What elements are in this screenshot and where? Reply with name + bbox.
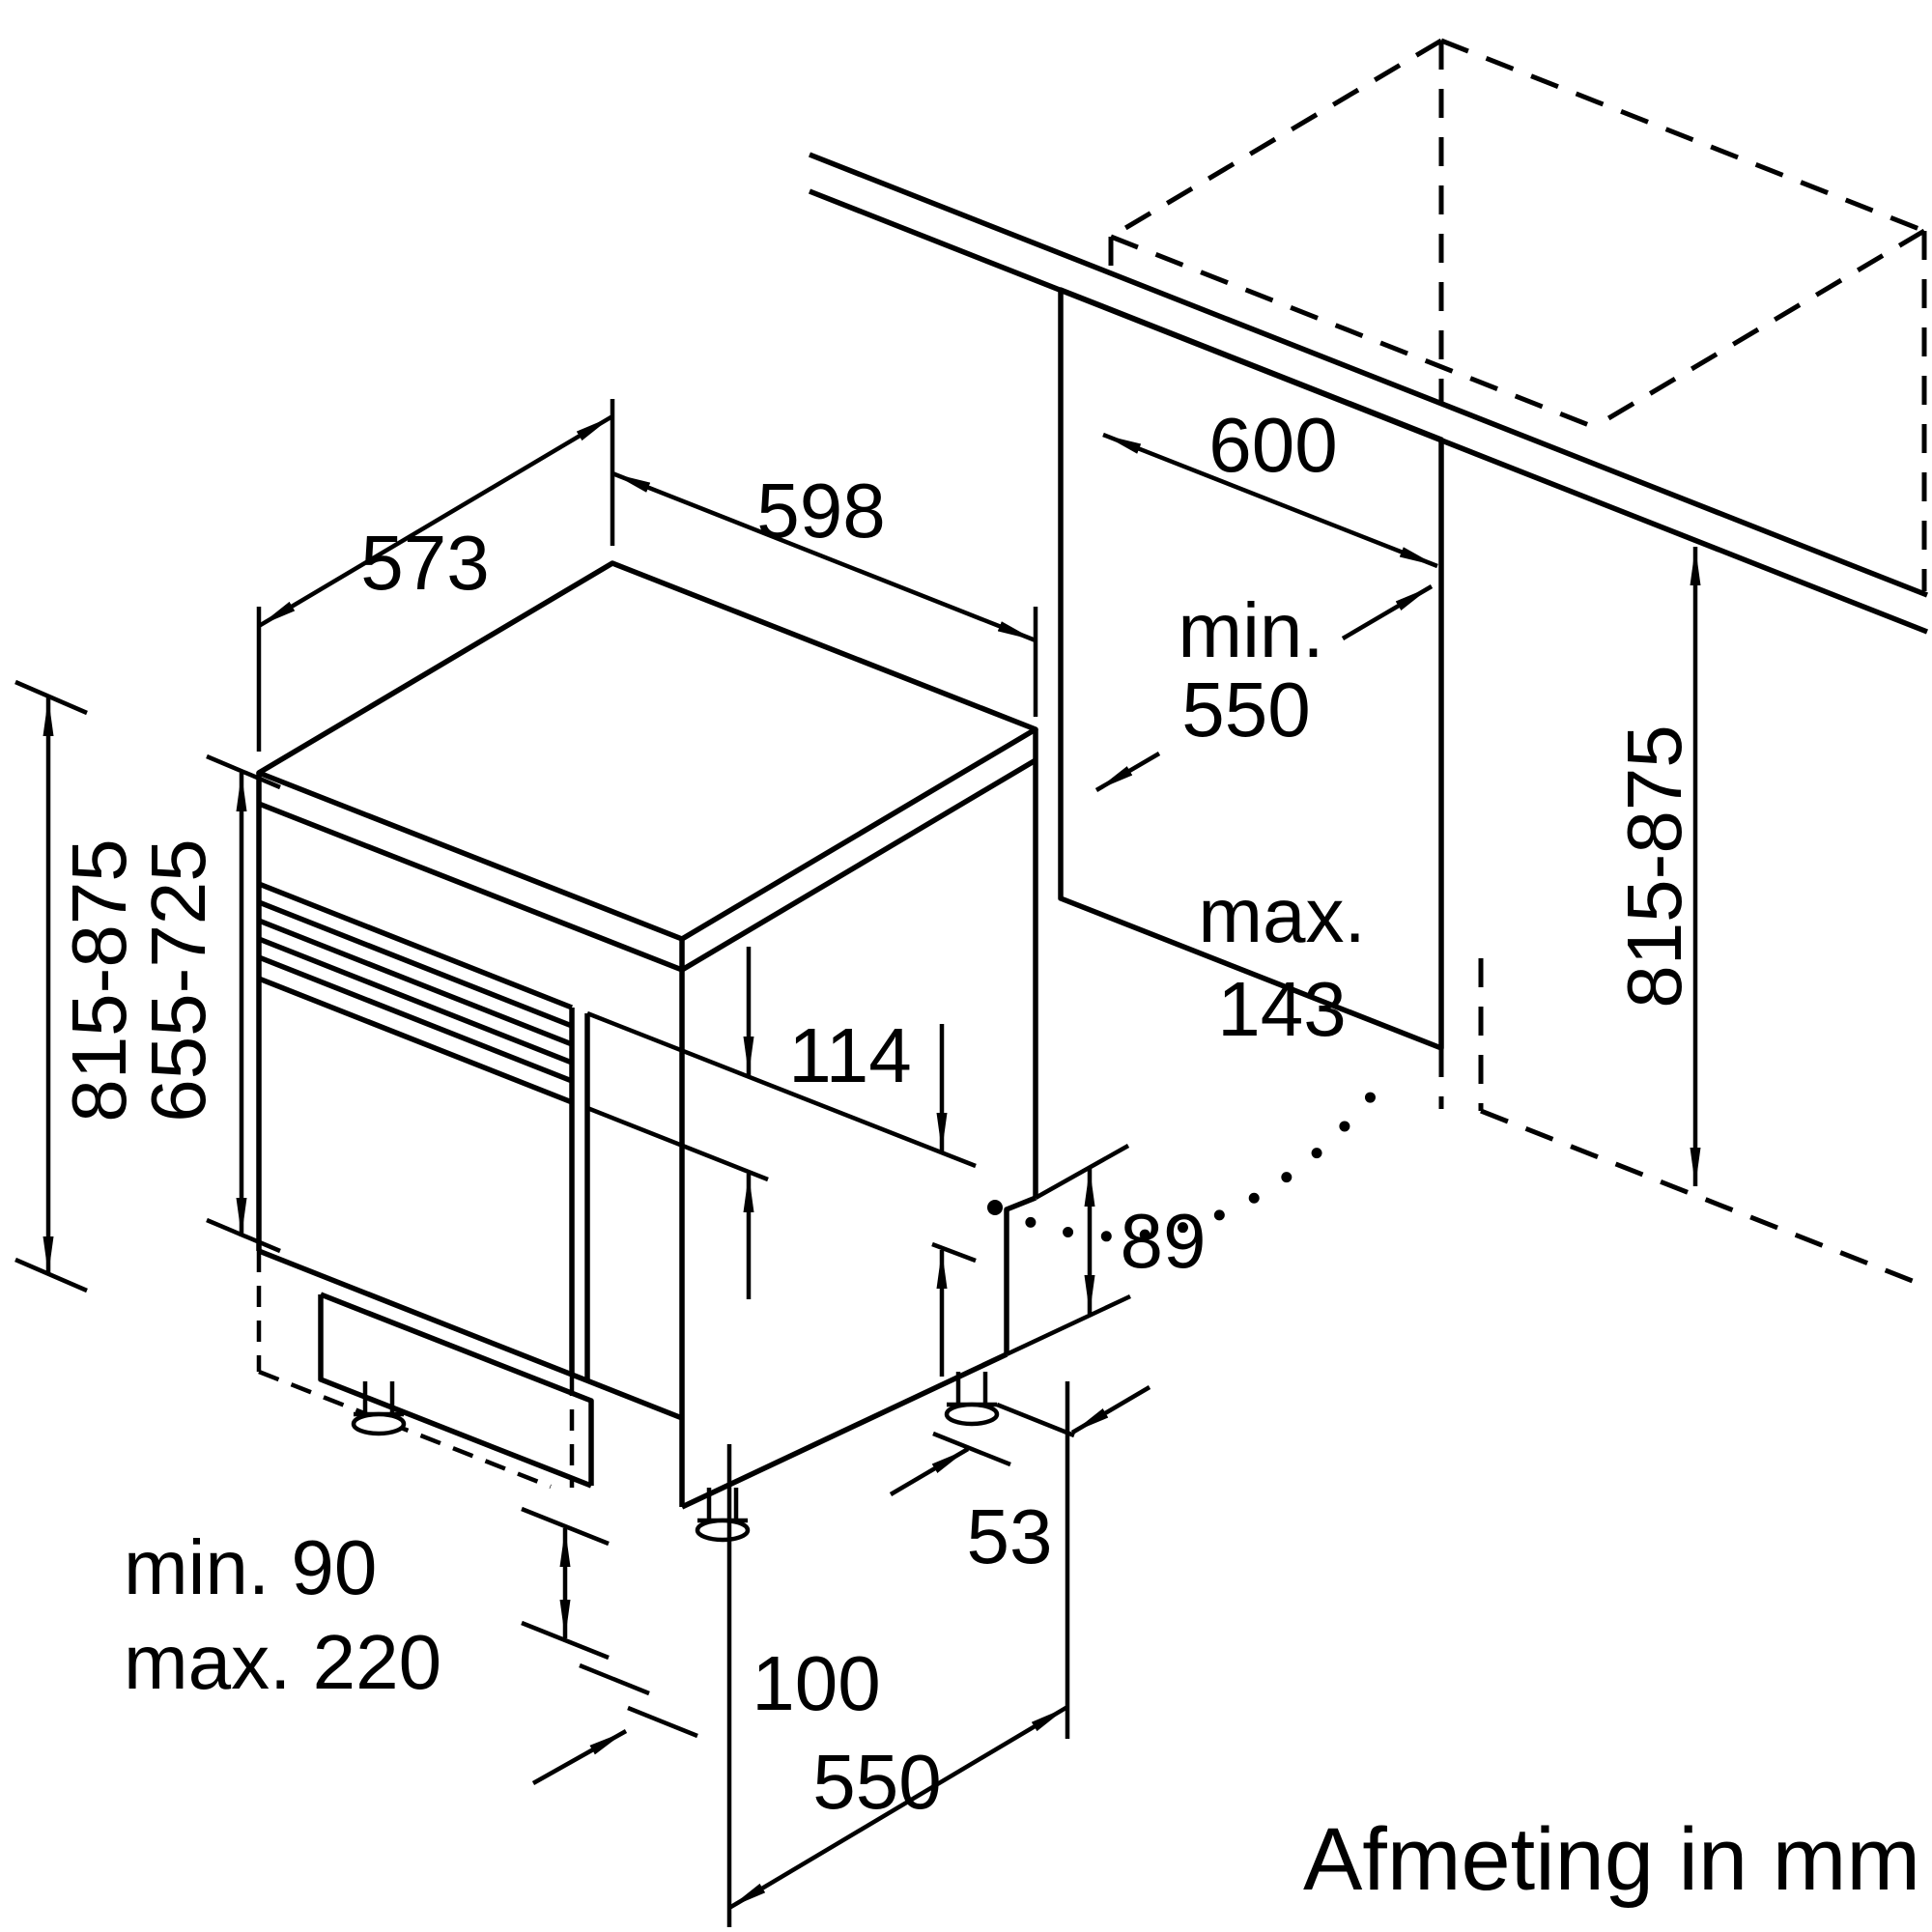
dim-label-rear-recess: 89 (1121, 1198, 1207, 1284)
dim-label-appliance-width: 598 (756, 468, 885, 554)
worktop-lines (808, 152, 1929, 635)
dim-label-niche-depth-value: 550 (1181, 667, 1310, 753)
adjustable-foot-front-right (695, 1488, 751, 1543)
niche-side-panel (1058, 287, 1444, 1051)
dim-plinth-range: min. 90 max. 220 (124, 1506, 610, 1705)
dim-niche-height: 815-875 (1611, 547, 1701, 1186)
dim-control-panel-height: 114 (586, 947, 977, 1377)
door-edge (569, 1008, 590, 1380)
dim-label-plinth-max: max. 220 (124, 1619, 441, 1705)
units-caption: Afmeting in mm (1303, 1810, 1920, 1909)
dim-base-depth: 550 (726, 1381, 1070, 1927)
dim-label-foot-inset: 100 (752, 1640, 880, 1726)
dim-rear-recess: 89 (1006, 1144, 1207, 1357)
dim-label-niche-depth-min: min. (1178, 587, 1323, 673)
dim-label-niche-height: 815-875 (1611, 724, 1697, 1009)
dotted-leader-line (989, 1084, 1382, 1242)
dim-label-door-panel-max: max. (1198, 872, 1365, 958)
dim-label-door-panel-value: 143 (1217, 966, 1346, 1052)
dim-appliance-height: 815-875 (14, 679, 142, 1293)
dim-niche-depth: min. 550 (1094, 584, 1434, 792)
dim-door-panel-max: max. 143 (987, 872, 1382, 1242)
dim-label-base-depth: 550 (812, 1739, 941, 1825)
dim-label-niche-width: 600 (1208, 402, 1337, 488)
dishwasher-body (256, 560, 1038, 1510)
dim-appliance-width: 598 (611, 468, 1038, 717)
dim-label-plinth-min: min. 90 (124, 1524, 377, 1610)
dim-label-appliance-height: 815-875 (56, 838, 142, 1122)
dim-appliance-depth: 573 (256, 399, 615, 752)
dim-label-front-height: 655-725 (135, 838, 221, 1122)
dim-label-rear-foot-offset: 53 (967, 1493, 1053, 1579)
dim-niche-width: 600 (1102, 402, 1438, 569)
dim-label-control-panel-height: 114 (788, 1012, 912, 1098)
dim-front-height: 655-725 (135, 753, 281, 1254)
plinth-panel (318, 1292, 594, 1489)
control-fascia-band (257, 881, 574, 1105)
dim-rear-foot-offset: 53 (889, 1385, 1151, 1579)
adjustable-foot-rear (944, 1372, 1000, 1427)
dim-label-appliance-depth: 573 (360, 520, 489, 606)
hidden-base-edges (256, 1251, 575, 1490)
adjustable-foot-front-left (351, 1381, 407, 1436)
tall-cabinet-outline (1108, 38, 1928, 1290)
